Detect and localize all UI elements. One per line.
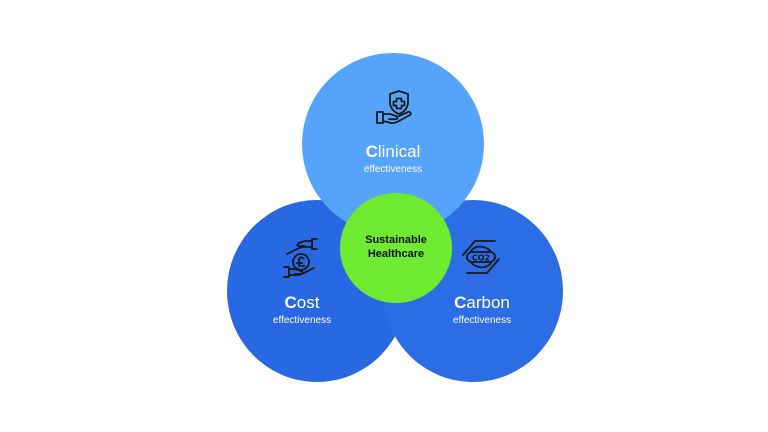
- cost-title-initial: C: [284, 293, 297, 312]
- core-line-1: Sustainable: [365, 234, 427, 246]
- carbon-title-rest: arbon: [466, 293, 510, 312]
- clinical-title-rest: linical: [377, 142, 421, 161]
- clinical-label: Clinical effectiveness: [323, 142, 463, 176]
- carbon-title: Carbon: [412, 293, 552, 313]
- clinical-title-initial: C: [365, 142, 378, 161]
- pound-coin-hand-icon: [279, 236, 323, 280]
- cost-title-rest: ost: [296, 293, 320, 312]
- sustainable-healthcare-label: Sustainable Healthcare: [340, 233, 452, 261]
- cost-title: Cost: [232, 293, 372, 313]
- cost-subtitle: effectiveness: [272, 315, 332, 326]
- carbon-subtitle: effectiveness: [452, 315, 512, 326]
- co2-icon-text: CO2: [472, 254, 490, 263]
- shield-hand-icon: [373, 86, 417, 130]
- carbon-label: Carbon effectiveness: [412, 293, 552, 327]
- clinical-subtitle: effectiveness: [363, 164, 423, 175]
- carbon-title-initial: C: [454, 293, 467, 312]
- co2-hand-icon: CO2: [459, 235, 503, 279]
- clinical-title: Clinical: [323, 142, 463, 162]
- cost-label: Cost effectiveness: [232, 293, 372, 327]
- sustainable-healthcare-circle: [340, 193, 452, 303]
- core-line-2: Healthcare: [367, 248, 425, 260]
